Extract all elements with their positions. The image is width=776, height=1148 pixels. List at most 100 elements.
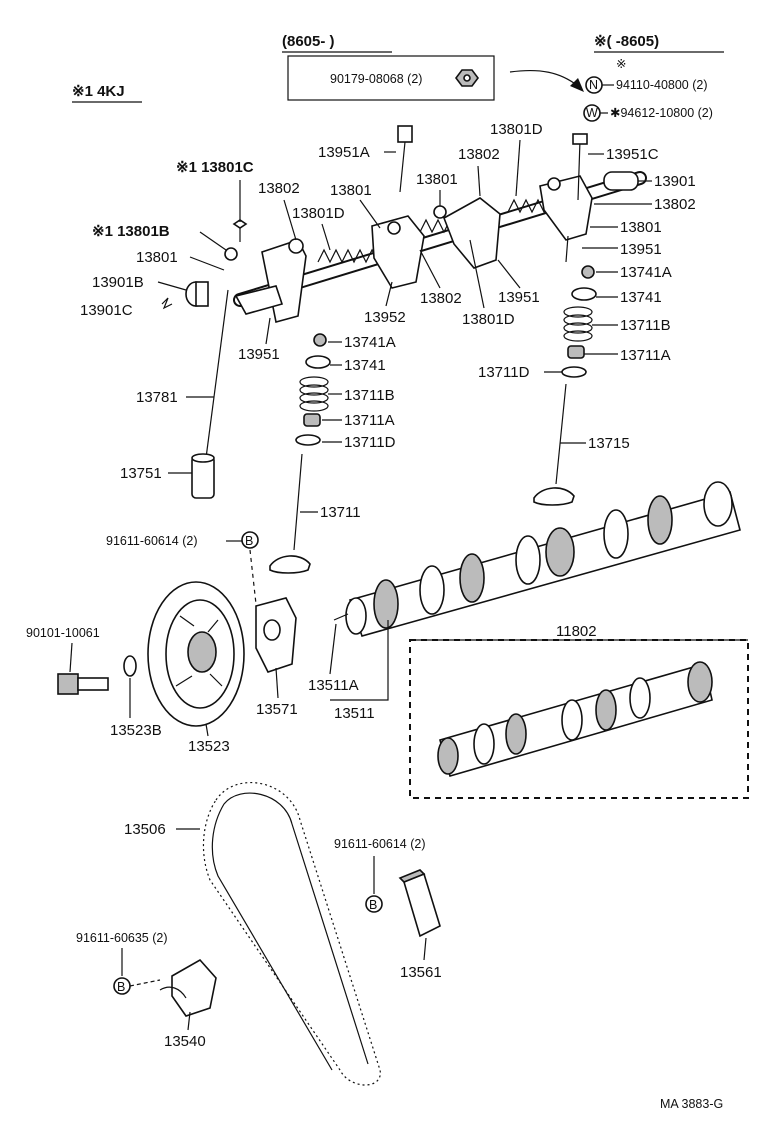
keeper-13741a-left bbox=[313, 333, 327, 347]
label-94612-10800: ✱94612-10800 (2) bbox=[610, 106, 713, 120]
leader-13951-left bbox=[265, 317, 271, 345]
label-13711d-right: 13711D bbox=[478, 364, 530, 381]
leader-13901b bbox=[157, 281, 187, 291]
leader-13801-left bbox=[359, 199, 381, 229]
svg-text:B: B bbox=[245, 534, 253, 548]
range-right-label: ※( -8605) bbox=[594, 33, 659, 50]
label-13951a: 13951A bbox=[318, 144, 370, 161]
washer-13523b bbox=[123, 655, 137, 677]
label-13561: 13561 bbox=[400, 964, 442, 981]
label-11802: 11802 bbox=[556, 623, 597, 640]
variant-note: ※1 4KJ bbox=[72, 83, 125, 100]
leader-13802-left bbox=[283, 199, 297, 241]
label-13801-top: 13801 bbox=[416, 171, 458, 188]
label-13741a-left: 13741A bbox=[344, 334, 396, 351]
clip-13901c bbox=[161, 297, 173, 310]
badge-b-1: B bbox=[241, 531, 259, 549]
leader-13801d-mid bbox=[469, 239, 485, 309]
camshaft-11802 bbox=[437, 661, 713, 777]
leader-13540 bbox=[187, 1011, 191, 1031]
svg-text:N: N bbox=[589, 78, 598, 92]
valve-13715 bbox=[533, 383, 575, 506]
label-13801b: ※1 13801B bbox=[92, 223, 170, 240]
label-90101-10061: 90101-10061 bbox=[26, 626, 100, 640]
washer-13711d-right bbox=[561, 366, 587, 378]
label-13711d-left: 13711D bbox=[344, 434, 396, 451]
leader-13952 bbox=[385, 281, 393, 307]
label-94110-40800: 94110-40800 (2) bbox=[616, 78, 708, 92]
pin-13511a bbox=[333, 613, 349, 621]
rocker-support-right bbox=[539, 175, 593, 241]
label-13571: 13571 bbox=[256, 701, 298, 718]
push-rod-13781 bbox=[205, 289, 229, 459]
label-13802-right: 13802 bbox=[654, 196, 696, 213]
range-left-box bbox=[287, 55, 495, 101]
label-13801d-top: 13801D bbox=[490, 121, 543, 138]
shaft-end-cap bbox=[603, 171, 639, 191]
valve-spring-13711b-left bbox=[299, 376, 329, 412]
label-13901: 13901 bbox=[654, 173, 696, 190]
badge-b-2: B bbox=[365, 895, 383, 913]
label-13711a-right: 13711A bbox=[620, 347, 671, 364]
guide-13561 bbox=[398, 869, 441, 938]
diagram-code: MA 3883-G bbox=[660, 1097, 723, 1111]
timing-chain-13506 bbox=[202, 782, 381, 1086]
bolt-90101 bbox=[57, 673, 109, 695]
plate-13571 bbox=[255, 597, 297, 673]
label-13741-left: 13741 bbox=[344, 357, 386, 374]
badge-n: N bbox=[585, 76, 603, 94]
seal-13711a-left bbox=[303, 413, 321, 427]
lifter-13751 bbox=[191, 453, 215, 499]
camshaft-13511 bbox=[345, 481, 741, 637]
label-13711a-left: 13711A bbox=[344, 412, 395, 429]
label-13951c: 13951C bbox=[606, 146, 659, 163]
label-13711b-left: 13711B bbox=[344, 387, 395, 404]
label-13951-mid: 13951 bbox=[498, 289, 540, 306]
label-91611-60614-a: 91611-60614 (2) bbox=[106, 534, 198, 548]
label-13801-left: 13801 bbox=[330, 182, 372, 199]
leader-13801d-left bbox=[321, 223, 331, 251]
valve-spring-13711b-right bbox=[563, 306, 593, 342]
replacement-arrow bbox=[509, 69, 579, 87]
leader-13802-mid bbox=[419, 249, 441, 289]
retainer-13741-left bbox=[305, 355, 331, 369]
star-mark: ※ bbox=[616, 57, 626, 71]
label-13801d-mid: 13801D bbox=[462, 311, 515, 328]
label-13511: 13511 bbox=[334, 705, 375, 722]
bolt-13951a bbox=[397, 125, 413, 193]
range-left-label: (8605- ) bbox=[282, 33, 335, 50]
leader-13511a bbox=[329, 623, 337, 675]
bolt-13951c bbox=[572, 133, 588, 201]
label-13801c: ※1 13801C bbox=[176, 159, 254, 176]
leader-13951-mid bbox=[497, 259, 521, 289]
leader-13801b bbox=[199, 231, 227, 251]
nut-13801b bbox=[224, 247, 238, 261]
label-13801d-left: 13801D bbox=[292, 205, 345, 222]
bolt-13951-right-lower bbox=[565, 235, 569, 263]
svg-text:B: B bbox=[117, 980, 125, 994]
label-13715: 13715 bbox=[588, 435, 630, 452]
leader-13801-lower-left bbox=[189, 256, 225, 271]
leader-13511 bbox=[330, 620, 389, 701]
rocker-support-center bbox=[371, 215, 425, 289]
leader-13523 bbox=[205, 723, 209, 737]
leader-90101 bbox=[69, 642, 73, 673]
label-13802-left: 13802 bbox=[258, 180, 300, 197]
label-13802-top: 13802 bbox=[458, 146, 500, 163]
svg-text:B: B bbox=[369, 898, 377, 912]
badge-w: W bbox=[583, 104, 601, 122]
label-13741-right: 13741 bbox=[620, 289, 662, 306]
arrow-head bbox=[570, 78, 584, 92]
badge-b-3: B bbox=[113, 977, 131, 995]
sprocket-13523 bbox=[147, 581, 245, 727]
label-13802-mid: 13802 bbox=[420, 290, 462, 307]
label-13711b-right: 13711B bbox=[620, 317, 671, 334]
label-91611-60635: 91611-60635 (2) bbox=[76, 931, 168, 945]
seal-13711a-right bbox=[567, 345, 585, 359]
label-13540: 13540 bbox=[164, 1033, 206, 1050]
label-91611-60614-b: 91611-60614 (2) bbox=[334, 837, 426, 851]
leader-13801d-top bbox=[515, 139, 521, 197]
tensioner-13540 bbox=[159, 958, 217, 1017]
bolt-b-leader bbox=[249, 549, 257, 605]
